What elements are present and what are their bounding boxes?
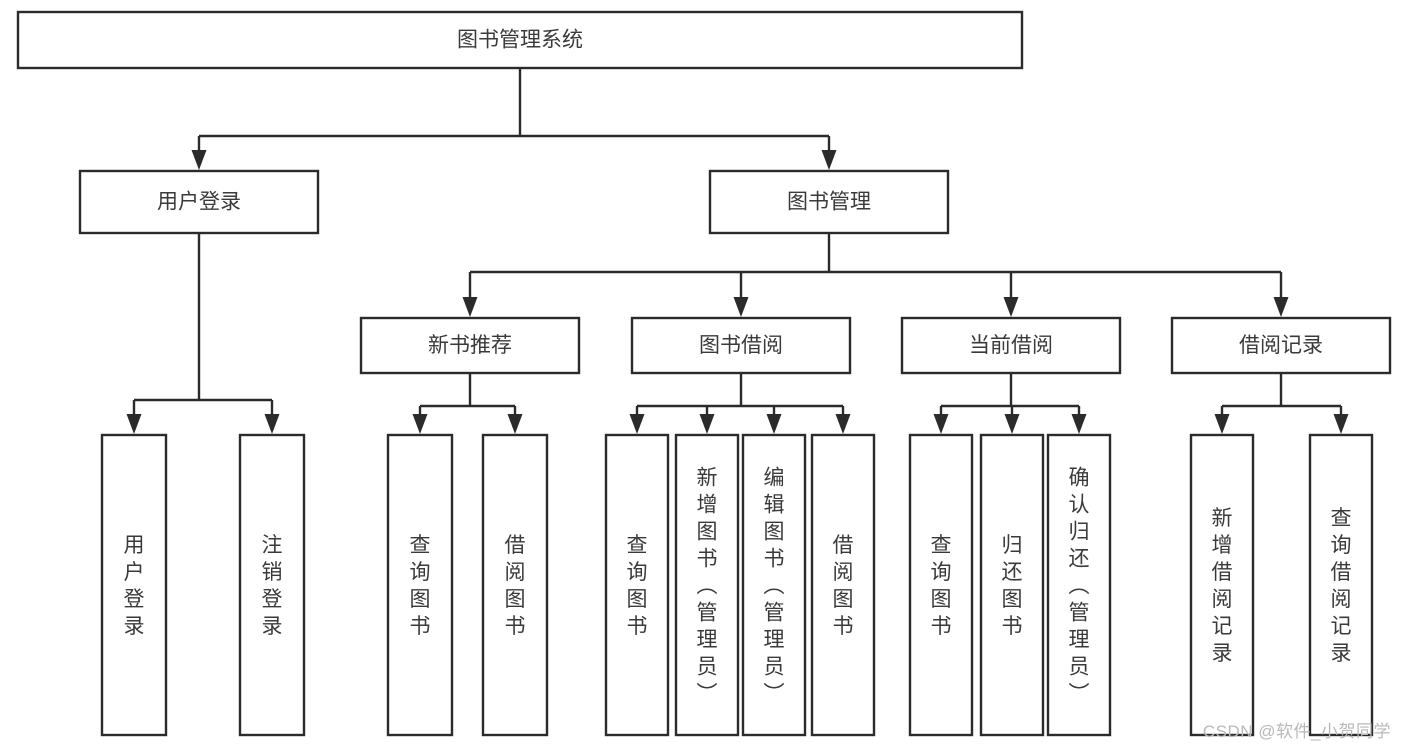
node-label-leaf-query-book-1: 查询图书 <box>410 534 431 638</box>
node-box-leaf-logout[interactable] <box>238 433 306 737</box>
node-leaf-add-record[interactable]: 新增借阅记录 <box>1189 433 1255 737</box>
connector-group <box>412 373 523 434</box>
connector-layer <box>126 68 1349 434</box>
node-box-leaf-borrow-book-1[interactable] <box>481 433 549 737</box>
node-box-leaf-add-book[interactable] <box>674 433 740 737</box>
connector-group <box>126 233 280 434</box>
node-label-leaf-query-book-3: 查询图书 <box>931 534 952 638</box>
node-leaf-logout[interactable]: 注销登录 <box>238 433 306 737</box>
node-label-leaf-return-book: 归还图书 <box>1002 534 1023 638</box>
node-label-leaf-query-book-2: 查询图书 <box>627 534 648 638</box>
node-leaf-query-book-2[interactable]: 查询图书 <box>604 433 670 737</box>
arrow-head-icon <box>835 414 851 434</box>
node-label-leaf-borrow-book-1: 借阅图书 <box>505 534 526 638</box>
node-leaf-query-record[interactable]: 查询借阅记录 <box>1308 433 1374 737</box>
node-label-book-manage: 图书管理 <box>787 191 871 214</box>
node-leaf-query-book-3[interactable]: 查询图书 <box>908 433 974 737</box>
node-label-leaf-add-record: 新增借阅记录 <box>1212 507 1233 665</box>
node-label-new-book-rec: 新书推荐 <box>428 334 512 357</box>
node-box-book-manage[interactable] <box>708 169 950 235</box>
node-box-leaf-add-record[interactable] <box>1189 433 1255 737</box>
node-label-leaf-logout: 注销登录 <box>262 534 283 638</box>
node-box-leaf-query-record[interactable] <box>1308 433 1374 737</box>
connector-group <box>191 68 837 170</box>
node-label-current-borrow: 当前借阅 <box>969 334 1053 357</box>
node-user-login[interactable]: 用户登录 <box>78 169 320 235</box>
arrow-head-icon <box>1004 414 1020 434</box>
node-leaf-borrow-book-2[interactable]: 借阅图书 <box>810 433 876 737</box>
node-box-leaf-return-book[interactable] <box>979 433 1045 737</box>
node-box-leaf-query-book-1[interactable] <box>386 433 454 737</box>
node-leaf-edit-book[interactable]: 编辑图书︵管理员︶ <box>741 433 807 737</box>
node-label-leaf-confirm-return: 确认归还︵管理员︶ <box>1069 467 1090 706</box>
node-box-leaf-borrow-book-2[interactable] <box>810 433 876 737</box>
arrow-head-icon <box>191 150 207 170</box>
node-borrow-record[interactable]: 借阅记录 <box>1170 316 1392 375</box>
node-box-leaf-confirm-return[interactable] <box>1046 433 1112 737</box>
arrow-head-icon <box>933 414 949 434</box>
arrow-head-icon <box>1273 297 1289 317</box>
node-leaf-add-book[interactable]: 新增图书︵管理员︶ <box>674 433 740 737</box>
node-leaf-borrow-book-1[interactable]: 借阅图书 <box>481 433 549 737</box>
arrow-head-icon <box>1214 414 1230 434</box>
node-box-leaf-user-login[interactable] <box>100 433 168 737</box>
arrow-head-icon <box>1333 414 1349 434</box>
node-leaf-confirm-return[interactable]: 确认归还︵管理员︶ <box>1046 433 1112 737</box>
node-label-root: 图书管理系统 <box>457 29 583 52</box>
node-box-leaf-edit-book[interactable] <box>741 433 807 737</box>
node-box-leaf-query-book-3[interactable] <box>908 433 974 737</box>
arrow-head-icon <box>1071 414 1087 434</box>
connector-group <box>629 373 851 434</box>
node-label-leaf-edit-book: 编辑图书︵管理员︶ <box>764 467 785 706</box>
node-label-user-login: 用户登录 <box>157 191 241 214</box>
node-box-book-borrow[interactable] <box>630 316 852 375</box>
arrow-head-icon <box>264 414 280 434</box>
connector-group <box>462 233 1289 317</box>
node-leaf-query-book-1[interactable]: 查询图书 <box>386 433 454 737</box>
connector-group <box>933 373 1087 434</box>
arrow-head-icon <box>699 414 715 434</box>
arrow-head-icon <box>462 297 478 317</box>
node-new-book-rec[interactable]: 新书推荐 <box>359 316 581 375</box>
node-box-root[interactable] <box>16 10 1024 70</box>
node-box-leaf-query-book-2[interactable] <box>604 433 670 737</box>
node-leaf-return-book[interactable]: 归还图书 <box>979 433 1045 737</box>
node-label-borrow-record: 借阅记录 <box>1239 334 1323 357</box>
node-label-leaf-query-record: 查询借阅记录 <box>1331 507 1352 665</box>
node-book-manage[interactable]: 图书管理 <box>708 169 950 235</box>
arrow-head-icon <box>733 297 749 317</box>
arrow-head-icon <box>629 414 645 434</box>
node-label-leaf-add-book: 新增图书︵管理员︶ <box>697 467 718 706</box>
arrow-head-icon <box>412 414 428 434</box>
node-box-borrow-record[interactable] <box>1170 316 1392 375</box>
node-root[interactable]: 图书管理系统 <box>16 10 1024 70</box>
node-label-leaf-borrow-book-2: 借阅图书 <box>833 534 854 638</box>
node-label-leaf-user-login: 用户登录 <box>124 534 145 638</box>
arrow-head-icon <box>821 150 837 170</box>
arrow-head-icon <box>507 414 523 434</box>
node-box-user-login[interactable] <box>78 169 320 235</box>
node-book-borrow[interactable]: 图书借阅 <box>630 316 852 375</box>
watermark-text: CSDN @软件_小贺同学 <box>1202 722 1391 741</box>
node-label-book-borrow: 图书借阅 <box>699 334 783 357</box>
node-box-current-borrow[interactable] <box>900 316 1122 375</box>
node-current-borrow[interactable]: 当前借阅 <box>900 316 1122 375</box>
node-box-new-book-rec[interactable] <box>359 316 581 375</box>
arrow-head-icon <box>126 414 142 434</box>
connector-group <box>1214 373 1349 434</box>
node-leaf-user-login[interactable]: 用户登录 <box>100 433 168 737</box>
arrow-head-icon <box>766 414 782 434</box>
arrow-head-icon <box>1003 297 1019 317</box>
node-layer: 图书管理系统用户登录图书管理新书推荐图书借阅当前借阅借阅记录用户登录注销登录查询… <box>16 10 1392 737</box>
